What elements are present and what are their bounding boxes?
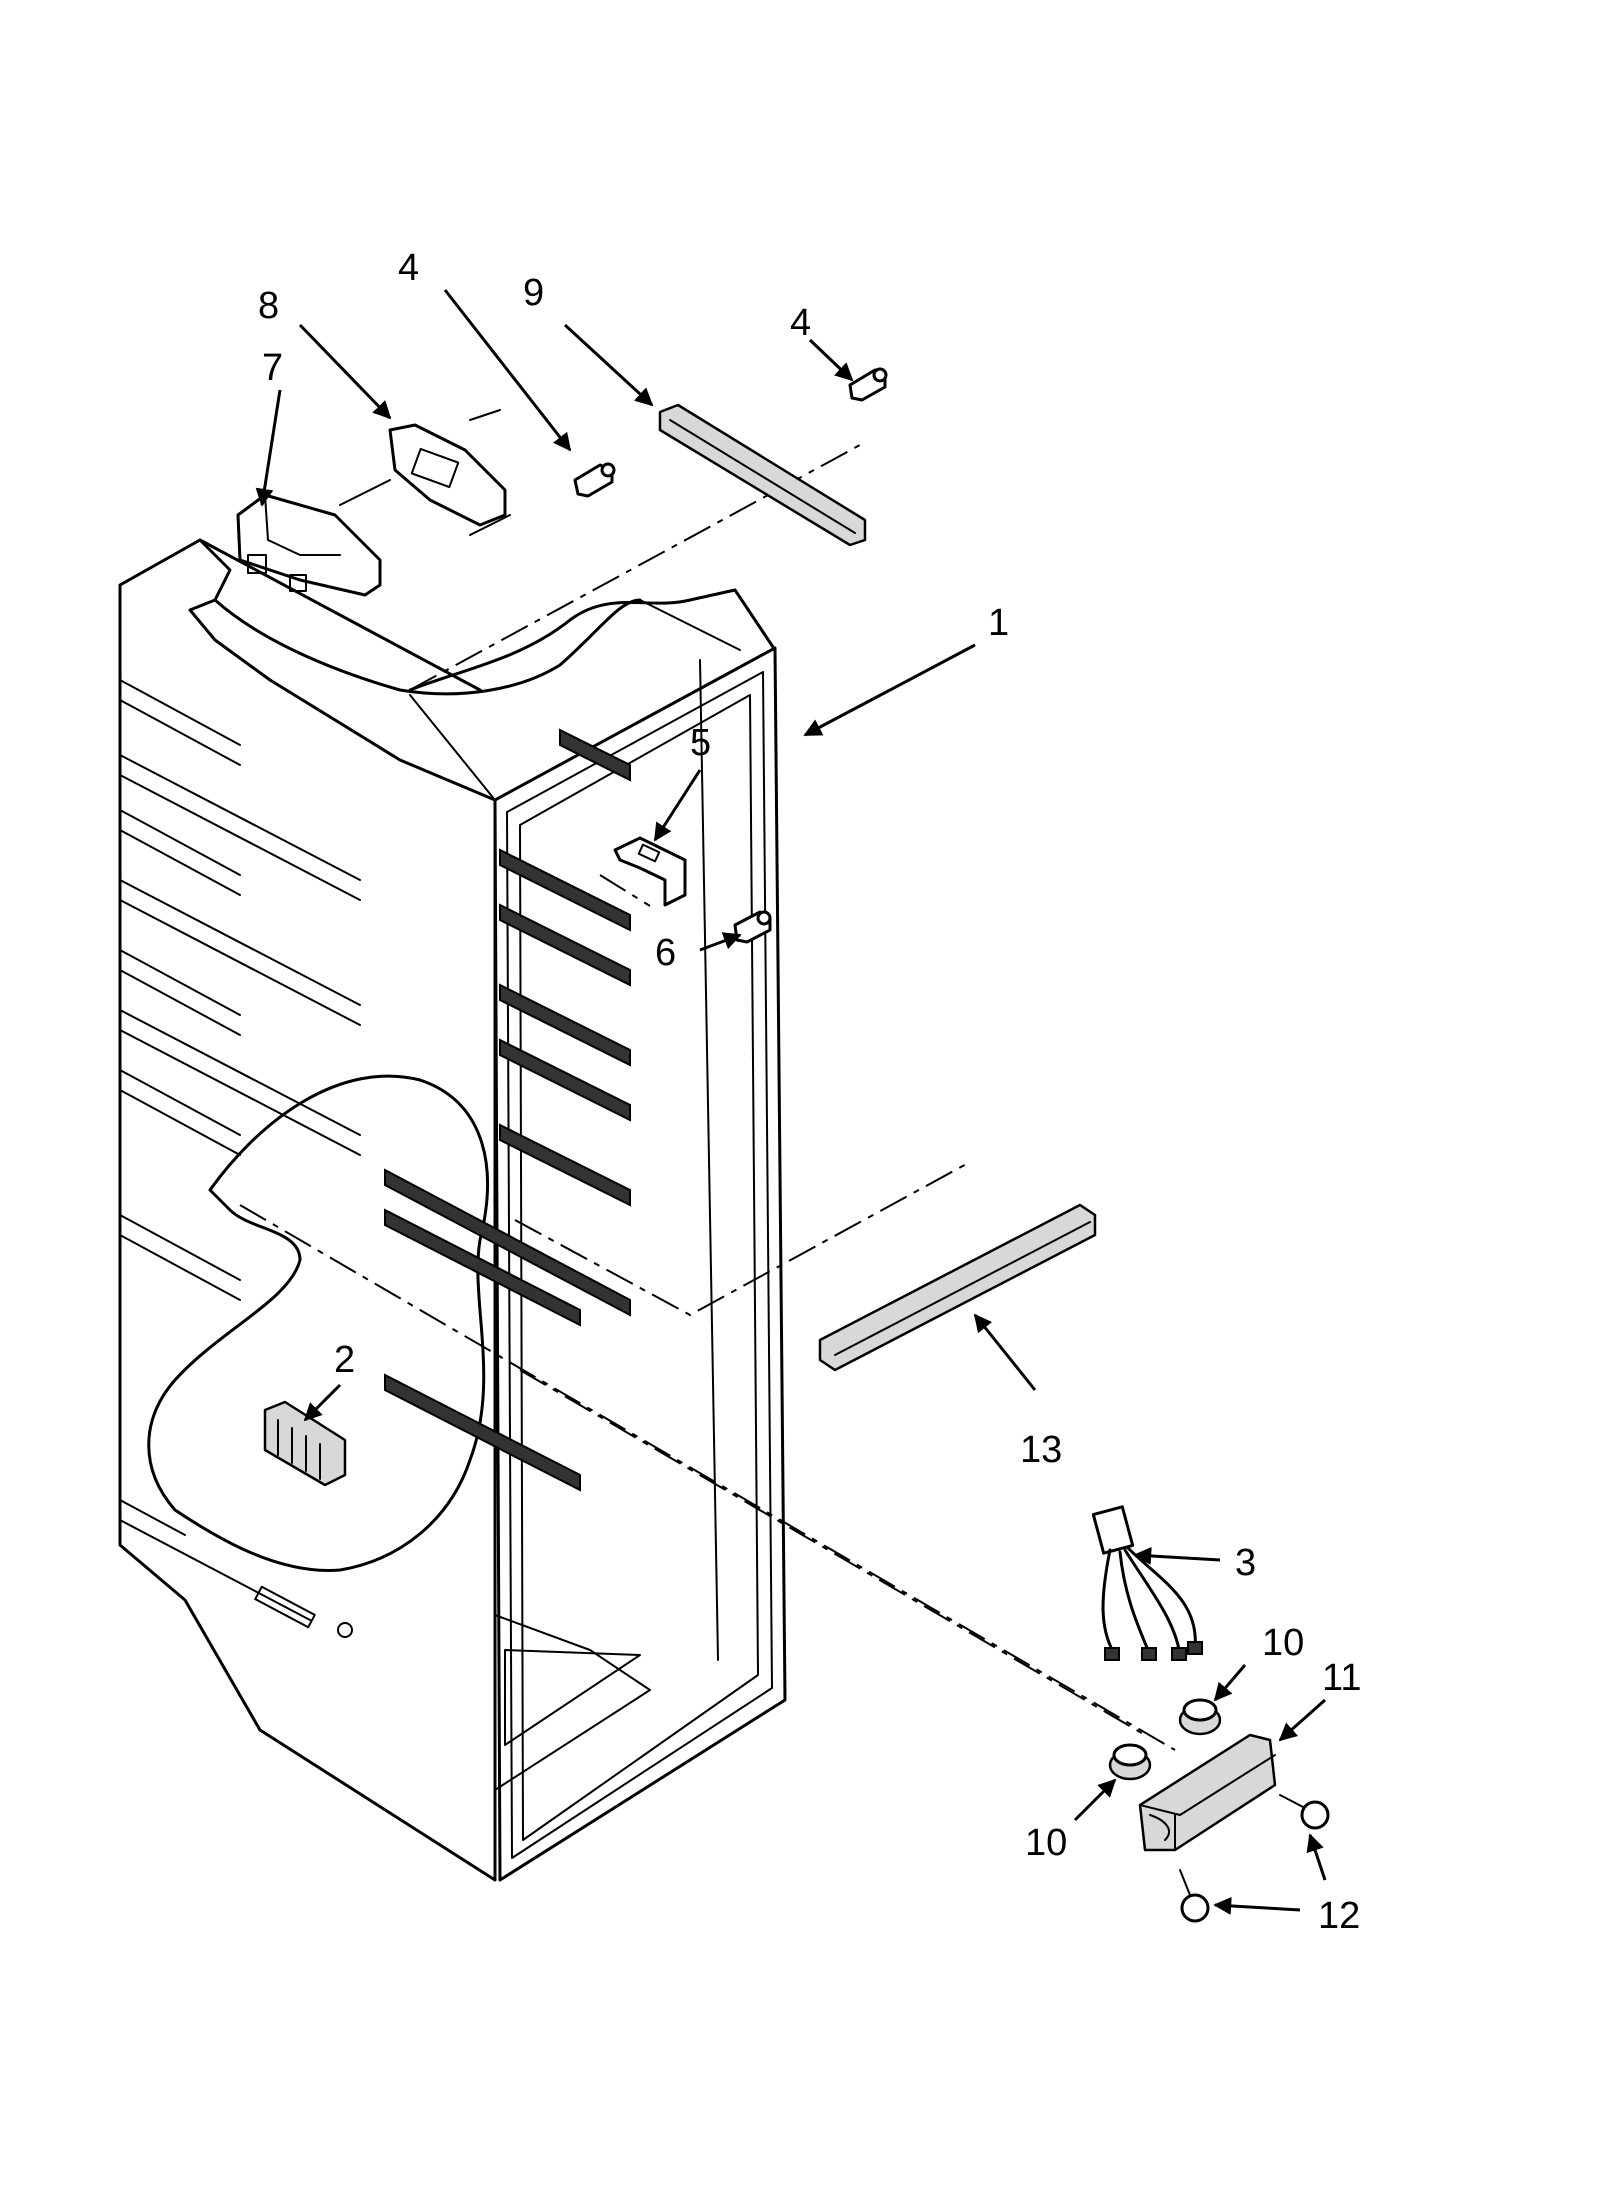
callout-4-right: 4 (790, 302, 811, 344)
refrigerator-liner (118, 538, 787, 1882)
callout-7: 7 (262, 347, 283, 389)
interior-shelf-ribs (384, 728, 631, 1492)
light-housing-part (1138, 1733, 1277, 1852)
small-bracket-part (613, 836, 687, 907)
cover-part (818, 1203, 1097, 1372)
socket-part-10a (1178, 1698, 1222, 1736)
wire-harness-part (1091, 1505, 1203, 1661)
vent-grill-part (263, 1400, 347, 1487)
callout-3: 3 (1235, 1542, 1256, 1584)
rail-part (658, 403, 867, 547)
callout-10-bottom: 10 (1025, 1822, 1067, 1864)
callout-9: 9 (523, 272, 544, 314)
bulb-part-12b (1179, 1869, 1210, 1923)
screw-part-4a (573, 462, 616, 498)
callout-13: 13 (1020, 1429, 1062, 1471)
leader-lines (255, 289, 1327, 1915)
callout-11: 11 (1322, 1657, 1361, 1699)
callout-4-top: 4 (398, 247, 419, 289)
bracket-part (339, 409, 511, 536)
socket-part-10b (1108, 1743, 1152, 1781)
callout-1: 1 (988, 602, 1009, 644)
bulb-part-12a (1279, 1794, 1330, 1830)
control-housing-part (236, 493, 382, 597)
side-wall-shelf-ribs (119, 679, 361, 1621)
callout-12: 12 (1318, 1895, 1360, 1937)
screw-part-4b (848, 367, 888, 402)
callout-6: 6 (655, 932, 676, 974)
callout-2: 2 (334, 1339, 355, 1381)
callout-8: 8 (258, 285, 279, 327)
callout-5: 5 (690, 722, 711, 764)
callout-labels: 4 8 9 4 7 1 5 6 2 13 3 10 11 10 12 (258, 247, 1361, 1937)
callout-10-top: 10 (1262, 1622, 1304, 1664)
